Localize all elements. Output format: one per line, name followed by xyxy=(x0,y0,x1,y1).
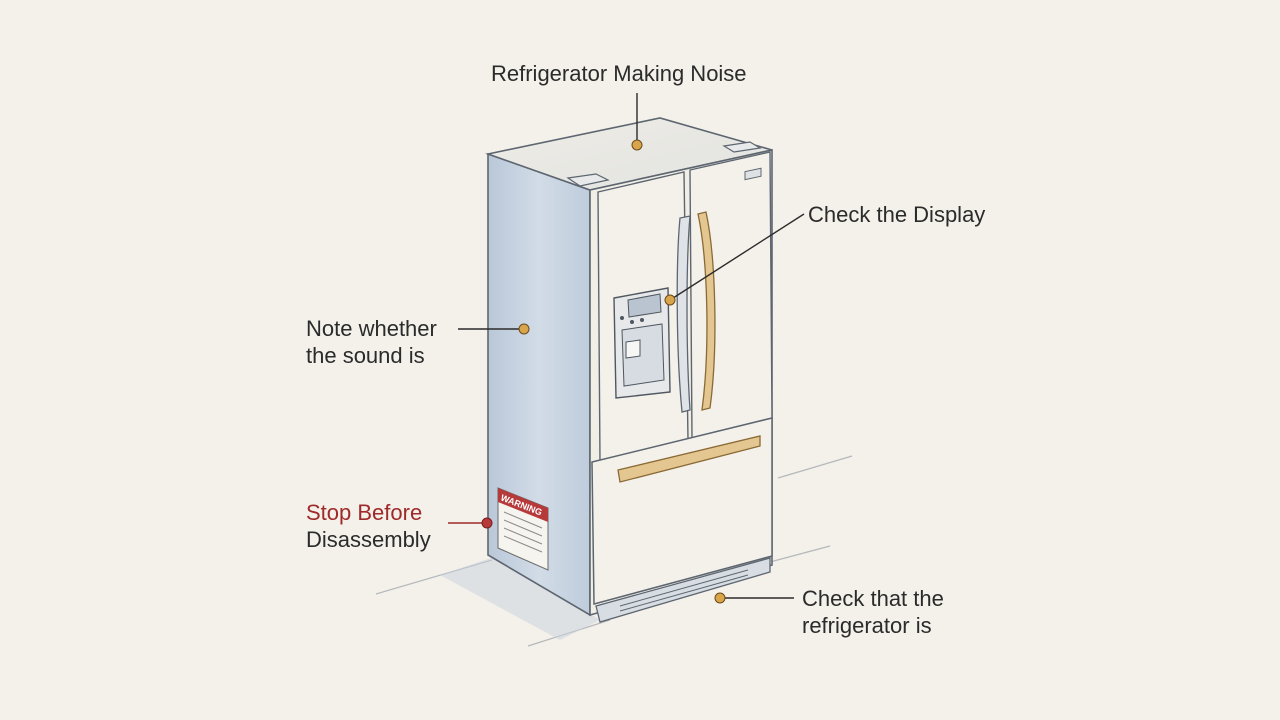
callout-note-sound-line-2: the sound is xyxy=(306,343,425,368)
callout-stop-line-1: Stop Before xyxy=(306,500,423,525)
callout-markers xyxy=(481,139,726,604)
floor-shadow xyxy=(440,555,600,640)
right-french-door xyxy=(689,151,773,439)
marker-level xyxy=(714,592,726,604)
marker-stop xyxy=(481,517,493,529)
marker-title xyxy=(631,139,643,151)
floor-line-right-upper xyxy=(777,455,853,479)
callout-stop-before-disassembly: Stop Before Disassembly xyxy=(306,499,431,553)
marker-sound xyxy=(518,323,530,335)
marker-display xyxy=(664,294,676,306)
callout-check-level: Check that the refrigerator is xyxy=(802,585,944,639)
model-badge xyxy=(744,167,762,181)
page-title: Refrigerator Making Noise xyxy=(491,61,747,86)
callout-stop-line-2: Disassembly xyxy=(306,527,431,552)
top-hinge-left xyxy=(566,173,610,187)
freezer-drawer xyxy=(591,417,773,605)
kick-plate-vent xyxy=(619,569,749,612)
leader-lines xyxy=(448,93,805,599)
water-dispenser xyxy=(613,287,671,399)
freezer-handle xyxy=(617,435,761,483)
top-hinge-right xyxy=(722,141,762,153)
right-door-handle xyxy=(697,211,716,411)
left-door-handle xyxy=(676,215,691,413)
callout-note-sound: Note whether the sound is xyxy=(306,315,437,369)
callout-level-line-2: refrigerator is xyxy=(802,613,932,638)
callout-note-sound-line-1: Note whether xyxy=(306,316,437,341)
leader-display xyxy=(669,213,805,301)
floor-line-right-lower xyxy=(769,545,831,563)
warning-sticker xyxy=(497,487,549,571)
callout-level-line-1: Check that the xyxy=(802,586,944,611)
callout-check-display: Check the Display xyxy=(808,202,986,227)
